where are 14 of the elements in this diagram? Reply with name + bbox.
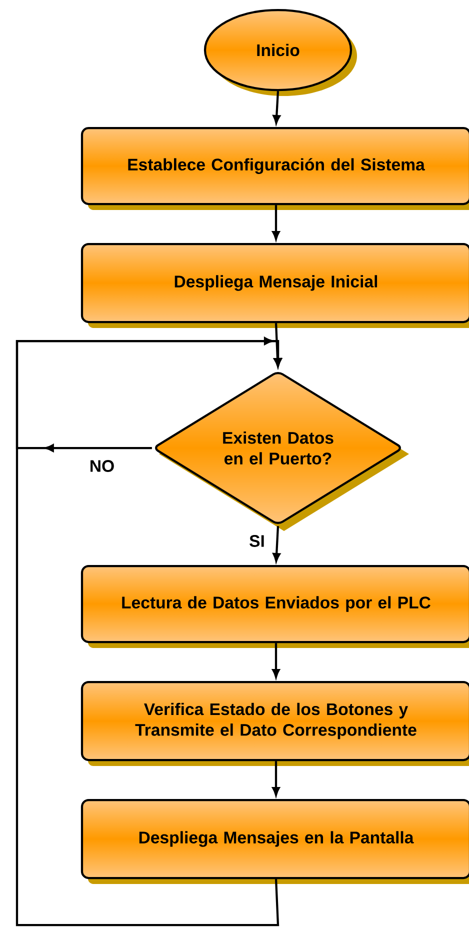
process-box: Establece Configuración del Sistema bbox=[80, 126, 469, 210]
process-box: Despliega Mensajes en la Pantalla bbox=[80, 798, 469, 884]
edge-label: SI bbox=[248, 534, 266, 548]
arrow bbox=[272, 91, 280, 124]
arrow bbox=[272, 526, 280, 562]
arrow bbox=[16, 337, 282, 926]
edge-label: NO bbox=[88, 458, 116, 474]
arrow bbox=[16, 340, 282, 452]
process-box: Lectura de Datos Enviados por el PLC bbox=[80, 564, 469, 648]
arrow bbox=[272, 761, 280, 796]
arrow bbox=[272, 643, 280, 678]
arrow bbox=[272, 205, 280, 240]
process-box: Despliega Mensaje Inicial bbox=[80, 242, 469, 328]
process-box: Verifica Estado de los Botones y Transmite el Dato Correspondiente bbox=[80, 680, 469, 766]
